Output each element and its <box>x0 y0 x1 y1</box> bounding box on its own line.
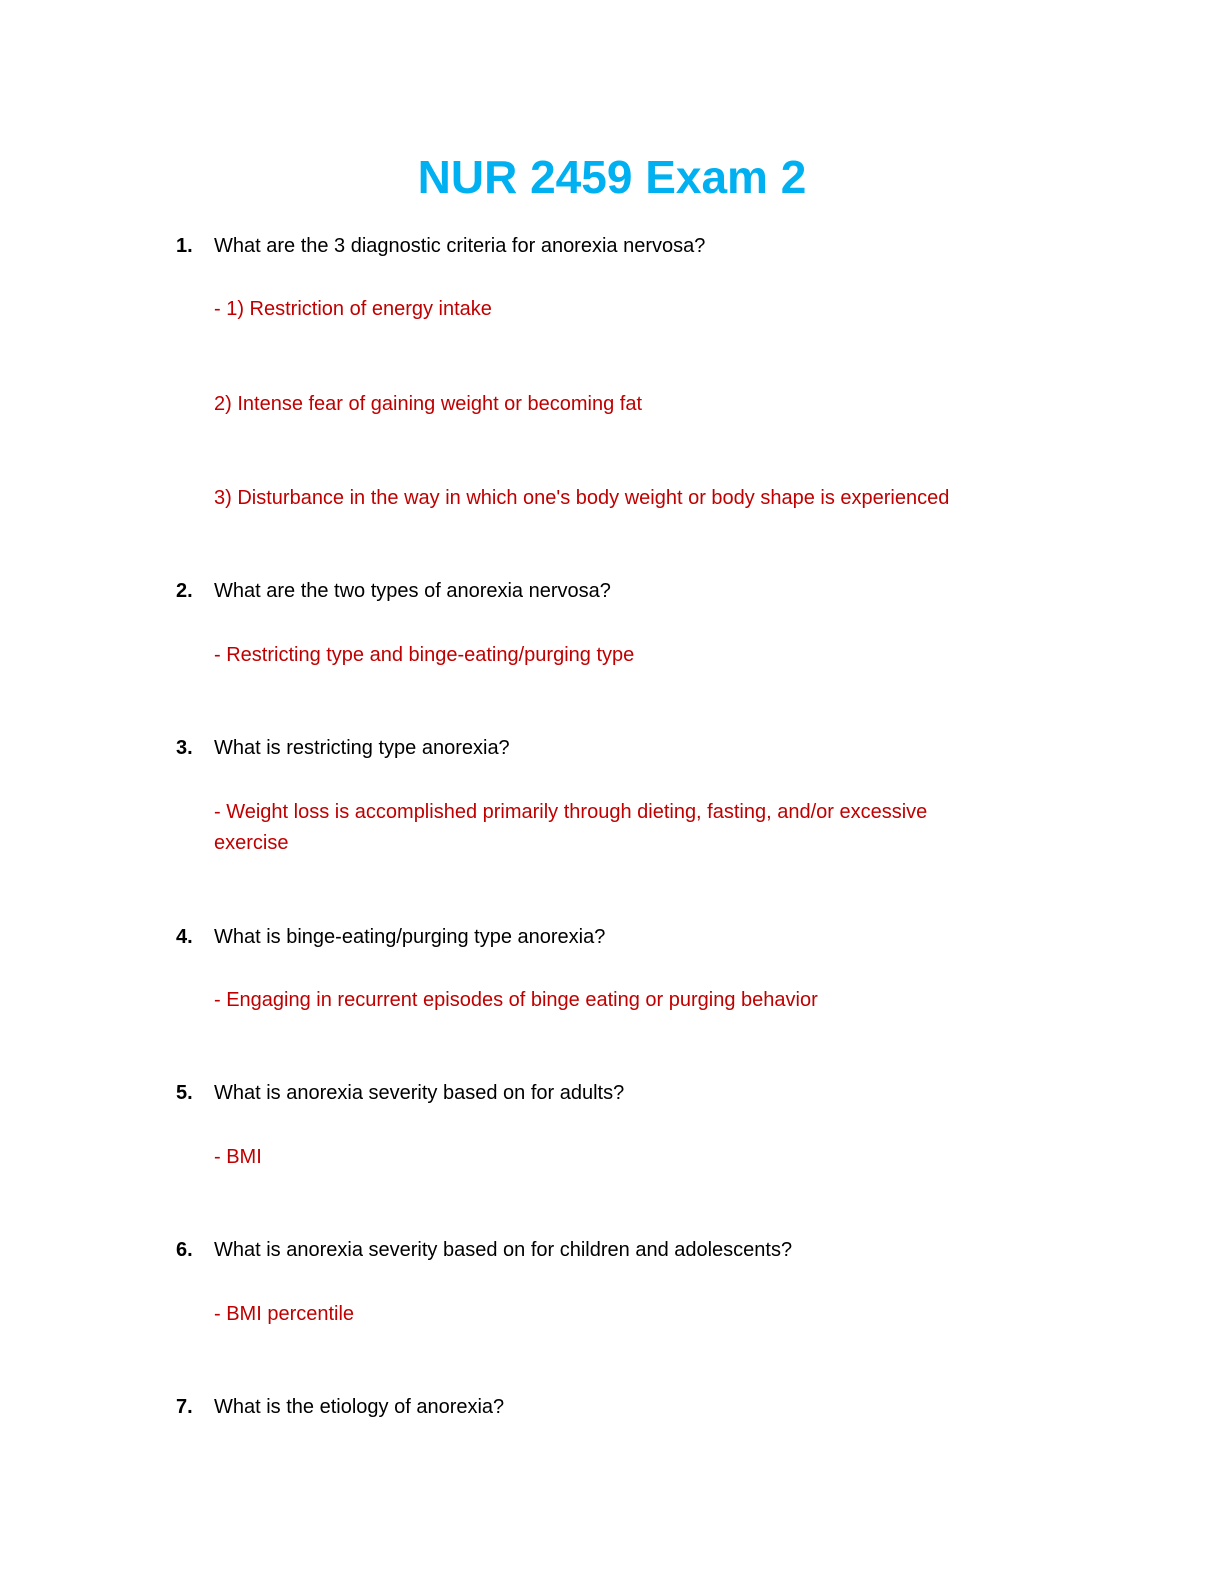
question-6: 6. What is anorexia severity based on for… <box>176 1239 792 1262</box>
question-text: What is the etiology of anorexia? <box>214 1396 505 1418</box>
answer-5: - BMI <box>214 1146 262 1168</box>
answer-1-1: - 1) Restriction of energy intake <box>214 298 492 320</box>
question-3: 3. What is restricting type anorexia? <box>176 737 510 760</box>
document-title: NUR 2459 Exam 2 <box>417 151 807 203</box>
answer-2: - Restricting type and binge-eating/purg… <box>214 644 635 666</box>
question-5: 5. What is anorexia severity based on for… <box>176 1082 624 1105</box>
question-text: What are the 3 diagnostic criteria for a… <box>214 235 706 257</box>
question-number: 5. <box>176 1082 193 1104</box>
answer-4: - Engaging in recurrent episodes of bing… <box>214 989 818 1011</box>
question-text: What is restricting type anorexia? <box>214 737 510 759</box>
answer-3: - Weight loss is accomplished primarily … <box>214 801 928 854</box>
question-2: 2. What are the two types of anorexia ner… <box>176 580 611 603</box>
question-text: What are the two types of anorexia nervo… <box>214 580 611 602</box>
question-number: 3. <box>176 737 193 759</box>
answer-1-2: 2) Intense fear of gaining weight or bec… <box>214 393 643 415</box>
question-7: 7. What is the etiology of anorexia? <box>176 1396 504 1419</box>
question-1: 1. What are the 3 diagnostic criteria for… <box>176 235 705 258</box>
question-number: 2. <box>176 580 193 602</box>
question-text: What is anorexia severity based on for a… <box>214 1082 625 1104</box>
question-text: What is anorexia severity based on for c… <box>214 1239 793 1261</box>
question-number: 6. <box>176 1239 193 1261</box>
question-number: 1. <box>176 235 193 257</box>
question-text: What is binge-eating/purging type anorex… <box>214 926 606 948</box>
question-number: 4. <box>176 926 193 948</box>
question-number: 7. <box>176 1396 193 1418</box>
question-4: 4. What is binge-eating/purging type anor… <box>176 926 605 949</box>
answer-6: - BMI percentile <box>214 1303 355 1325</box>
answer-1-3: 3) Disturbance in the way in which one's… <box>214 487 950 509</box>
